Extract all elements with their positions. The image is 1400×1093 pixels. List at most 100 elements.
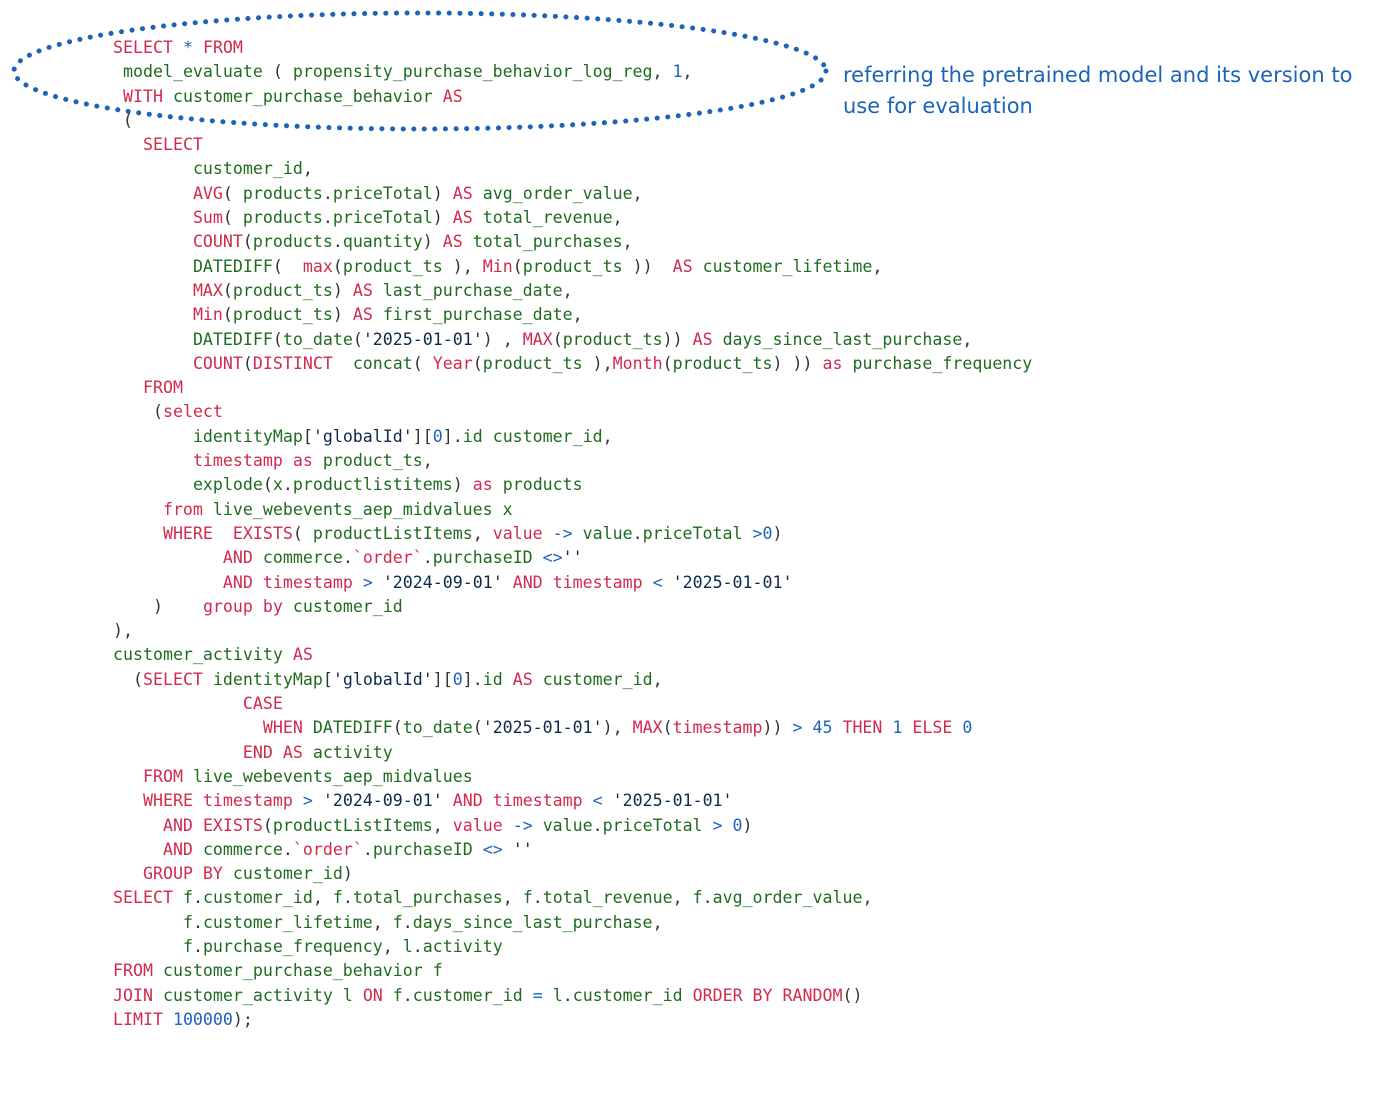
code-line-2: model_evaluate ( propensity_purchase_beh… <box>113 60 1032 84</box>
code-token-punctuation: ( <box>392 718 403 738</box>
code-token-operator: > <box>362 572 373 592</box>
code-token-space <box>543 986 553 1005</box>
code-token-punctuation: , <box>672 888 683 908</box>
code-token-identifier: customer_id <box>202 888 313 908</box>
code-line-21: WHERE EXISTS( productListItems, value ->… <box>113 521 1268 547</box>
code-token-punctuation: . <box>402 985 413 1005</box>
code-token-identifier: DATEDIFF <box>312 718 393 738</box>
code-token-identifier: days_since_last_purchase <box>722 329 963 349</box>
code-token-space <box>723 816 733 835</box>
code-token-punctuation: , <box>472 523 483 543</box>
code-token-keyword: AND <box>452 791 483 811</box>
code-token-identifier: customer_lifetime <box>702 256 873 276</box>
code-line-41: LIMIT 100000); <box>113 1008 1032 1032</box>
code-line-15: FROM <box>113 376 1032 400</box>
code-token-space <box>333 986 343 1005</box>
code-token-keyword: as <box>822 353 843 373</box>
code-token-punctuation: , <box>632 183 643 203</box>
code-token-identifier: activity <box>422 936 503 956</box>
code-token-space <box>113 281 193 300</box>
code-token-keyword: WHERE <box>142 791 193 811</box>
code-token-identifier: product_ts <box>322 451 423 471</box>
code-token-punctuation: . <box>532 888 543 908</box>
code-token-keyword: WHERE <box>162 523 213 543</box>
code-token-number: 0 <box>432 426 443 446</box>
code-token-punctuation: ) <box>742 815 753 835</box>
code-token-space <box>113 354 193 373</box>
code-token-space <box>493 475 503 494</box>
code-token-space <box>443 257 453 276</box>
code-token-keyword: Month <box>612 353 663 373</box>
code-token-punctuation: . <box>322 183 333 203</box>
code-token-keyword: WITH <box>123 86 163 106</box>
code-line-18: timestamp as product_ts, <box>113 449 1032 473</box>
code-token-space <box>373 573 383 592</box>
code-token-identifier: DATEDIFF <box>192 329 273 349</box>
code-token-identifier: product_ts <box>232 305 333 325</box>
code-token-space <box>113 135 143 154</box>
code-token-identifier: l <box>342 985 353 1005</box>
code-token-space <box>303 718 313 737</box>
code-line-40: JOIN customer_activity l ON f.customer_i… <box>113 984 1032 1008</box>
code-line-12: Min(product_ts) AS first_purchase_date, <box>113 303 1032 327</box>
code-token-keyword: CASE <box>242 694 283 714</box>
code-token-identifier: concat <box>352 353 413 373</box>
code-line-11: MAX(product_ts) AS last_purchase_date, <box>113 279 1032 303</box>
code-token-space <box>373 305 383 324</box>
code-token-identifier: total_revenue <box>482 208 613 228</box>
code-token-punctuation: ][ <box>432 669 453 689</box>
code-token-space <box>313 791 323 810</box>
code-token-keyword: FROM <box>202 38 243 57</box>
code-token-keyword: value <box>492 523 543 543</box>
code-token-keyword: AS <box>442 86 463 106</box>
code-token-space <box>113 500 163 519</box>
code-token-identifier: customer_id <box>192 159 303 179</box>
code-token-punctuation: ( <box>472 718 483 738</box>
code-token-space <box>373 281 383 300</box>
code-token-space <box>663 62 673 81</box>
code-token-space <box>473 840 483 859</box>
code-token-space <box>233 208 243 227</box>
code-token-space <box>263 62 273 81</box>
code-token-punctuation: ( <box>472 353 483 373</box>
code-token-space <box>233 184 243 203</box>
code-token-punctuation: , <box>622 232 633 252</box>
code-token-identifier: total_purchases <box>472 232 623 252</box>
code-token-space <box>163 87 173 106</box>
code-token-space <box>193 840 203 859</box>
code-token-space <box>303 524 313 543</box>
code-token-string: 'globalId' <box>332 669 433 689</box>
code-token-number: 0 <box>962 718 973 738</box>
code-token-operator: -> <box>552 523 573 543</box>
code-token-punctuation: . <box>192 936 203 956</box>
code-token-operator: < <box>652 572 663 592</box>
code-token-space <box>433 87 443 106</box>
code-token-keyword: AND <box>222 572 253 592</box>
code-token-keyword: AS <box>692 329 713 349</box>
code-token-keyword: FROM <box>113 961 153 981</box>
code-token-space <box>683 986 693 1005</box>
code-token-space <box>113 451 193 470</box>
code-token-punctuation: ) <box>342 864 353 884</box>
code-token-space <box>443 184 453 203</box>
code-token-keyword: ELSE <box>912 718 953 738</box>
code-token-punctuation: [ <box>302 426 313 446</box>
code-token-keyword: Sum <box>192 208 223 228</box>
code-token-space <box>283 62 293 81</box>
code-token-space <box>513 888 523 907</box>
code-token-space <box>163 597 203 616</box>
code-token-space <box>113 840 163 859</box>
code-token-identifier: identityMap <box>212 669 323 689</box>
code-token-space <box>623 718 633 737</box>
code-token-space <box>113 816 163 835</box>
code-token-keyword: from <box>162 499 203 519</box>
code-token-keyword: AS <box>442 232 463 252</box>
code-line-13: DATEDIFF(to_date('2025-01-01') , MAX(pro… <box>113 328 1032 352</box>
code-token-punctuation: . <box>362 839 373 859</box>
code-token-space <box>503 816 513 835</box>
code-token-space <box>113 87 123 106</box>
code-token-space <box>113 864 143 883</box>
code-token-space <box>113 208 193 227</box>
code-token-punctuation: ( <box>262 815 273 835</box>
code-token-operator: > <box>302 791 313 811</box>
